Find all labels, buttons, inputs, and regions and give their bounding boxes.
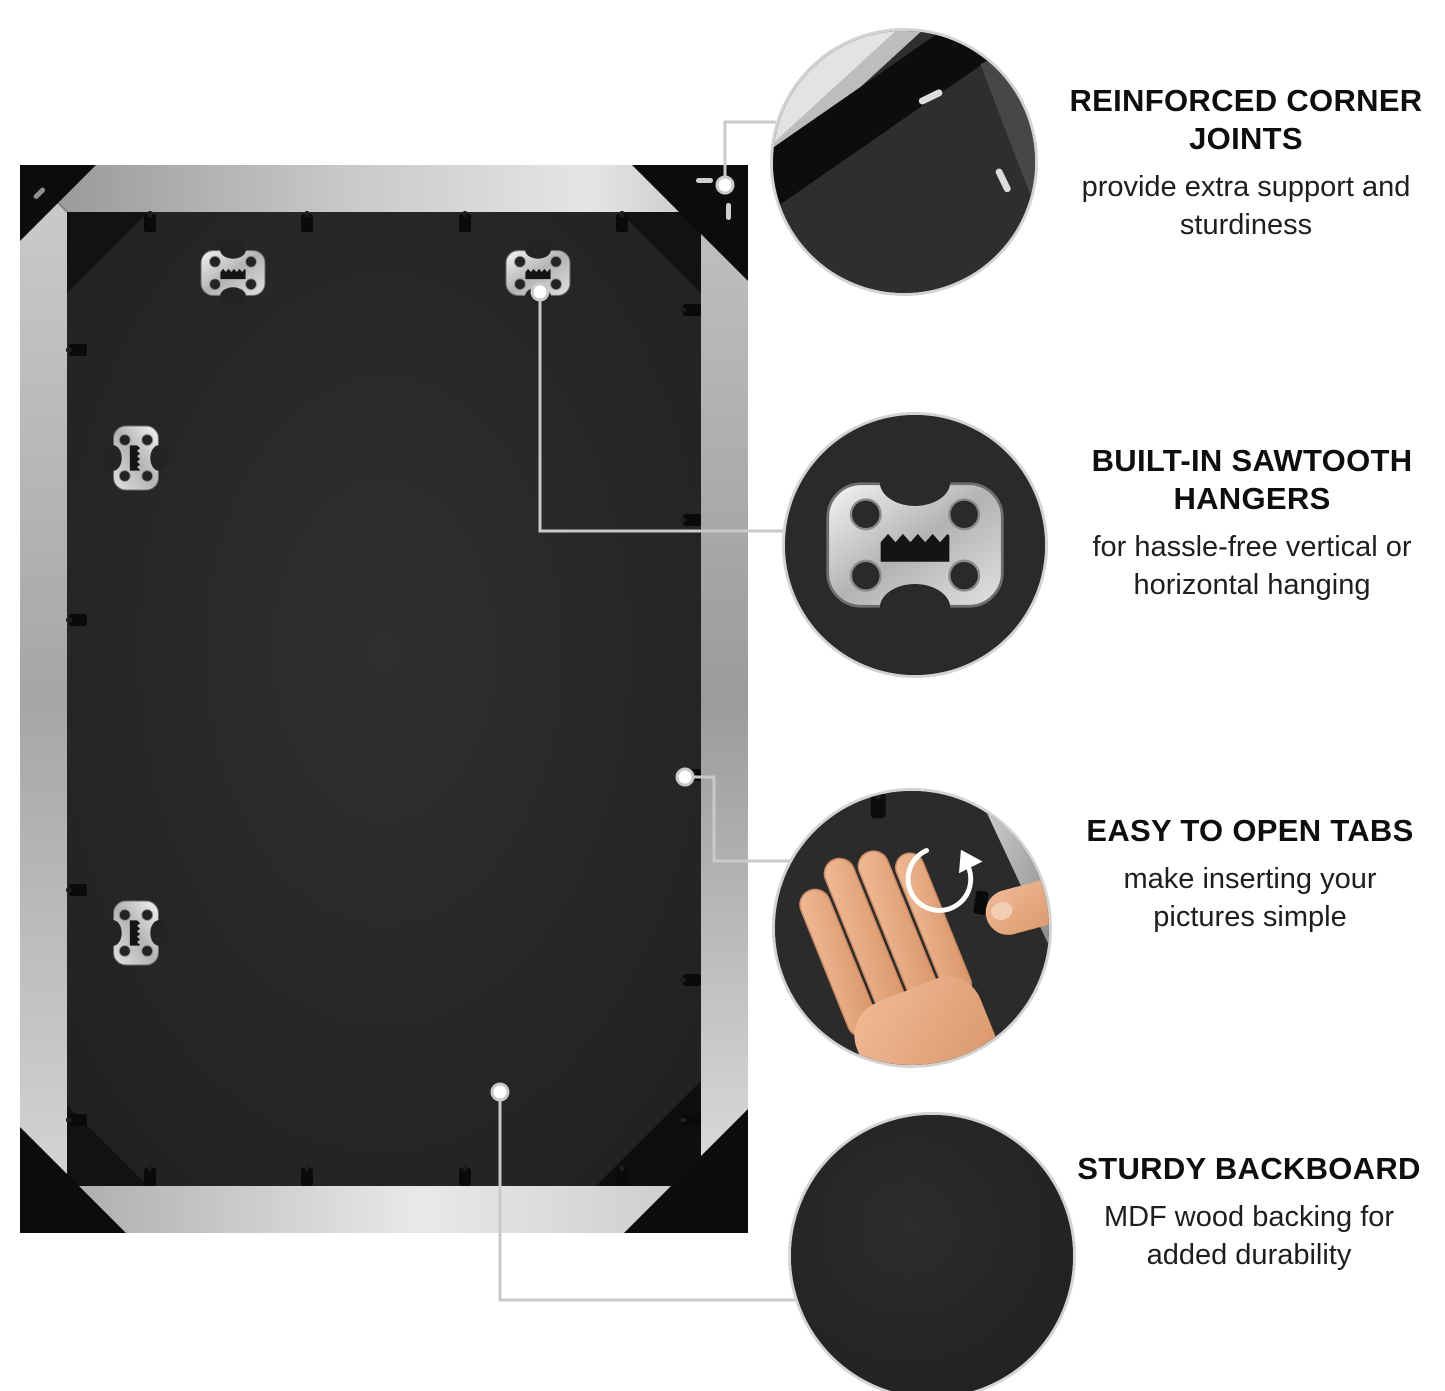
feature-desc-backboard: MDF wood backing for added durability [1103,1200,1395,1272]
feature-title-backboard: STURDY BACKBOARD [1077,1151,1421,1186]
inner-brace-top-left [67,212,148,293]
sawtooth-hanger-top-left [200,240,266,306]
frame-rail-top [20,165,748,212]
corner-joints-zoom-circle [770,28,1038,296]
feature-corner-joints: REINFORCED CORNER JOINTS provide extra s… [1050,82,1442,244]
backboard-zoom-illustration [791,1115,1073,1391]
sawtooth-hanger-zoom-illustration [785,415,1045,675]
backboard-zoom-circle [788,1112,1076,1391]
feature-desc-corner-joints: provide extra support and sturdiness [1081,170,1411,241]
sawtooth-hanger-zoom-circle [782,412,1048,678]
corner-joint-zoom-illustration [773,31,1035,293]
screw-slot [726,203,731,220]
screw-slot [33,187,46,200]
sawtooth-hanger-side-lower [103,900,169,966]
corner-joint-top-left [20,165,96,241]
mdf-backboard [67,212,701,1186]
pressed-tab-icon [973,890,989,915]
sawtooth-hanger-top-right [505,240,571,306]
corner-joint-bottom-left [20,1127,126,1233]
frame-rail-right [701,165,748,1233]
fingertip-icon [985,878,1049,935]
feature-title-open-tabs: EASY TO OPEN TABS [1086,813,1414,848]
open-tab-icon [870,791,886,819]
inner-brace-bottom-left [67,1105,148,1186]
hand-icon [799,850,997,1065]
inner-brace-top-right [620,212,701,293]
screw-slot [696,178,713,183]
feature-open-tabs: EASY TO OPEN TABS make inserting your pi… [1062,812,1438,936]
frame-back-view [20,165,748,1233]
feature-title-sawtooth-hangers: BUILT-IN SAWTOOTH HANGERS [1091,443,1413,516]
feature-desc-sawtooth-hangers: for hassle-free vertical or horizontal h… [1092,530,1412,601]
feature-backboard: STURDY BACKBOARD MDF wood backing for ad… [1056,1150,1442,1274]
feature-title-corner-joints: REINFORCED CORNER JOINTS [1069,83,1423,156]
open-tabs-zoom-illustration [775,791,1049,1065]
frame-rail-left [20,165,67,1233]
open-tabs-zoom-circle [772,788,1052,1068]
feature-sawtooth-hangers: BUILT-IN SAWTOOTH HANGERS for hassle-fre… [1056,442,1445,604]
feature-desc-open-tabs: make inserting your pictures simple [1123,862,1377,934]
rotate-arrow-icon [905,845,983,913]
sawtooth-hanger-side-upper [103,425,169,491]
sawtooth-hanger-icon [826,456,1004,634]
